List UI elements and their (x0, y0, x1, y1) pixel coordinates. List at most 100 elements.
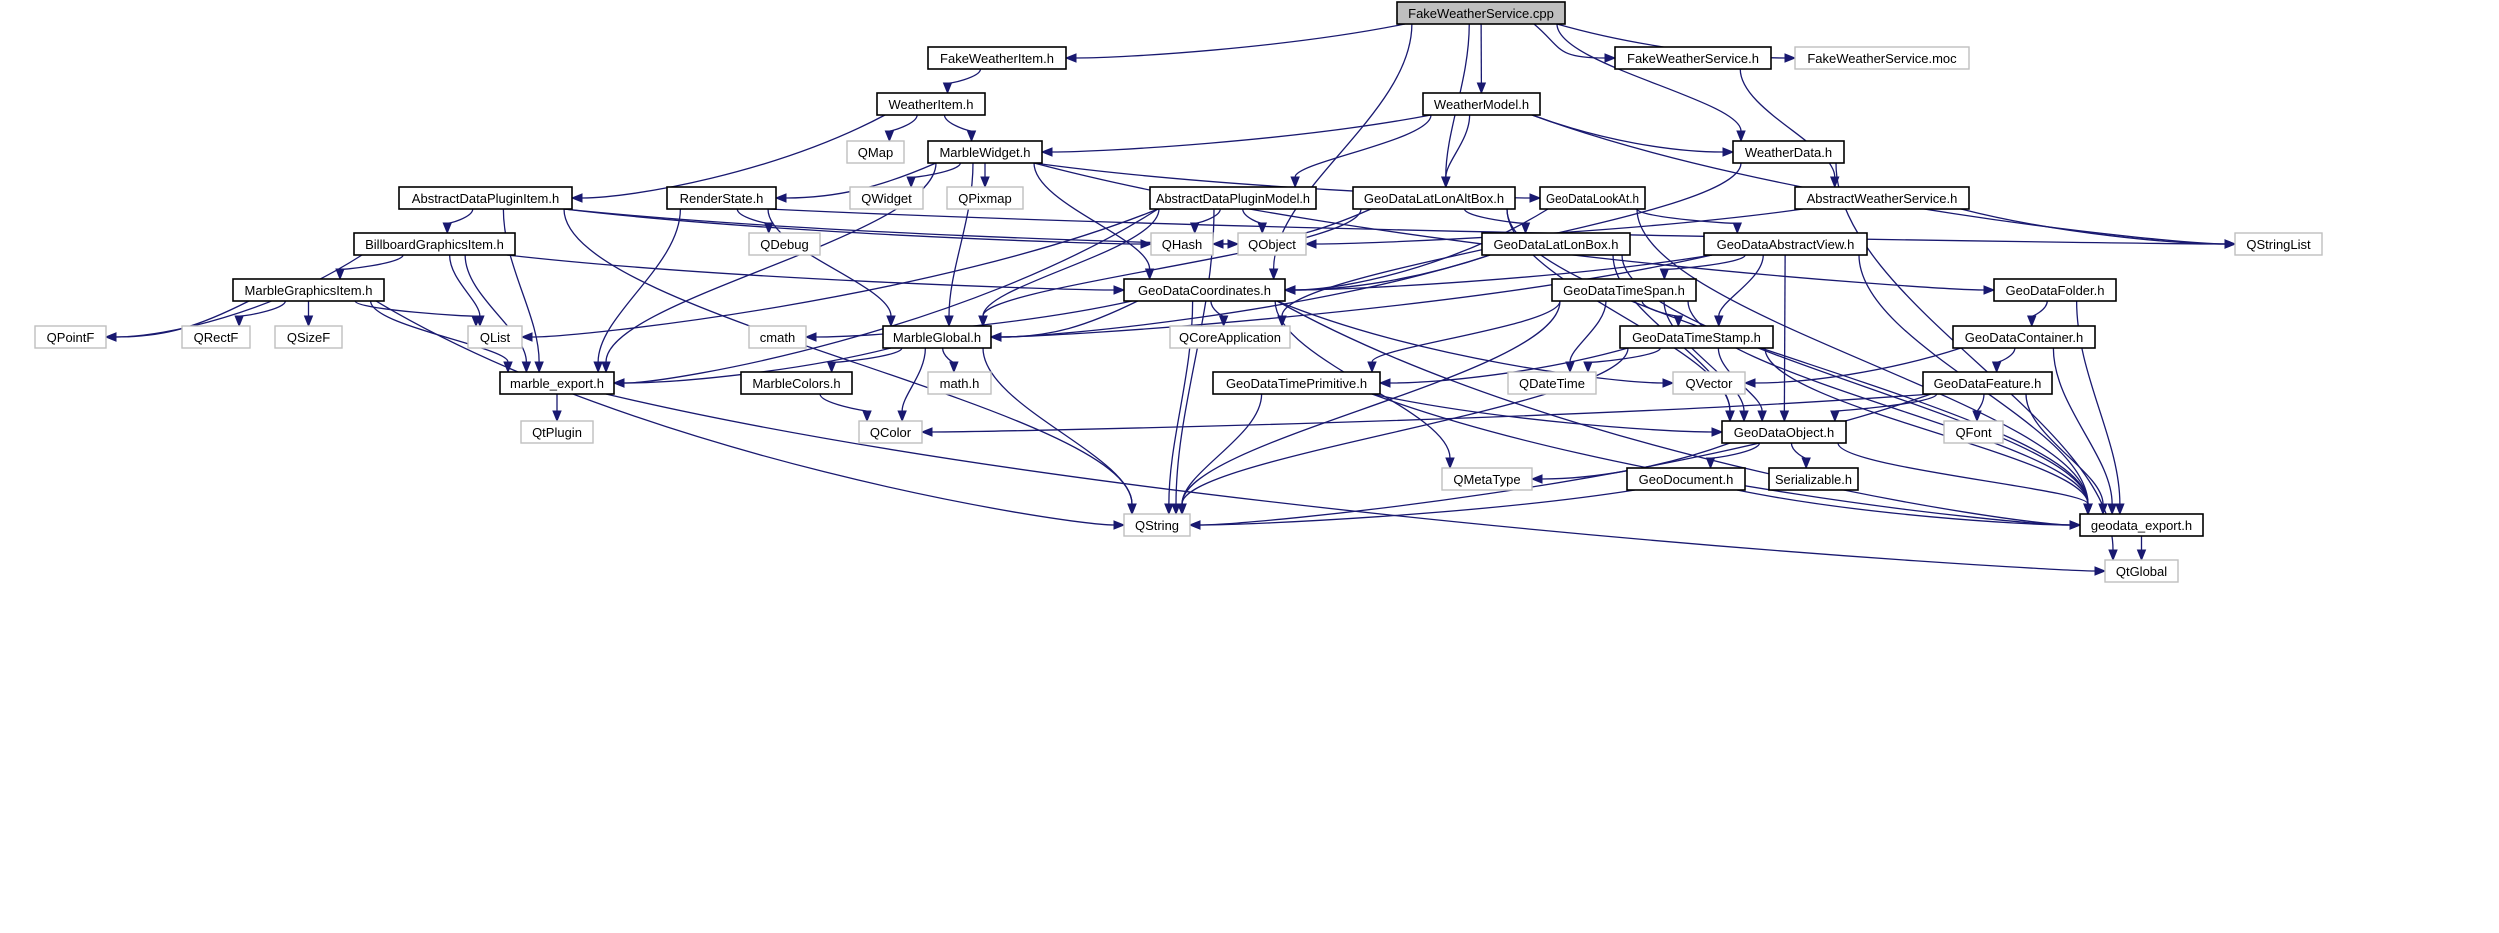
node-box[interactable] (1149, 186, 1317, 210)
arrowhead-icon (2136, 549, 2147, 562)
node-box[interactable] (1794, 186, 1970, 210)
node-box[interactable] (882, 325, 992, 349)
node-geodatatimeprimitive-h[interactable]: GeoDataTimePrimitive.h (1212, 371, 1381, 395)
node-box (1672, 371, 1746, 395)
node-geodatafeature-h[interactable]: GeoDataFeature.h (1922, 371, 2053, 395)
node-abstractdatapluginmodel-h[interactable]: AbstractDataPluginModel.h (1149, 186, 1317, 210)
edge-line (1181, 347, 1629, 505)
edge-line (1636, 208, 1738, 224)
edge-line (1739, 68, 1836, 178)
node-box[interactable] (232, 278, 385, 302)
node-marblecolors-h[interactable]: MarbleColors.h (740, 371, 853, 395)
node-abstractweatherservice-h[interactable]: AbstractWeatherService.h (1794, 186, 1970, 210)
node-geodatalookat-h[interactable]: GeoDataLookAt.h (1539, 186, 1646, 210)
node-box[interactable] (1922, 371, 2053, 395)
node-label: AbstractDataPluginModel.h (1156, 191, 1310, 206)
node-qdebug: QDebug (748, 232, 821, 256)
node-box[interactable] (1952, 325, 2096, 349)
node-geodatalatlonaltbox-h[interactable]: GeoDataLatLonAltBox.h (1352, 186, 1516, 210)
node-geodatatimespan-h[interactable]: GeoDataTimeSpan.h (1551, 278, 1697, 302)
node-box[interactable] (2079, 513, 2204, 537)
node-marble-export-h[interactable]: marble_export.h (499, 371, 615, 395)
edge-line (943, 114, 973, 132)
node-weatheritem-h[interactable]: WeatherItem.h (876, 92, 986, 116)
node-renderstate-h[interactable]: RenderState.h (666, 186, 777, 210)
node-marblegraphicsitem-h[interactable]: MarbleGraphicsItem.h (232, 278, 385, 302)
node-box[interactable] (1619, 325, 1774, 349)
edge-geodataabstractview-h-to-geodataobject-h (1779, 254, 1790, 423)
node-box[interactable] (398, 186, 573, 210)
node-box (1441, 467, 1533, 491)
node-box[interactable] (1993, 278, 2117, 302)
node-label: FakeWeatherService.moc (1807, 51, 1957, 66)
node-box[interactable] (1422, 92, 1541, 116)
node-box[interactable] (666, 186, 777, 210)
edge-line (531, 208, 1159, 338)
node-label: QVector (1686, 376, 1734, 391)
edge-line (2031, 300, 2048, 317)
edge-abstractdatapluginmodel-h-to-marbleglobal-h (978, 208, 1160, 328)
node-geodataabstractview-h[interactable]: GeoDataAbstractView.h (1703, 232, 1868, 256)
node-box[interactable] (1626, 467, 1746, 491)
node-box (274, 325, 343, 349)
node-qpixmap: QPixmap (946, 186, 1024, 210)
node-fakeweatherservice-moc: FakeWeatherService.moc (1794, 46, 1970, 70)
edge-geodatatimespan-h-to-geodatatimeprimitive-h (1367, 300, 1561, 374)
node-label: math.h (940, 376, 980, 391)
node-box[interactable] (1551, 278, 1697, 302)
arrowhead-icon (2115, 503, 2125, 516)
arrowhead-icon (897, 410, 907, 423)
node-box[interactable] (1539, 186, 1646, 210)
node-geodocument-h[interactable]: GeoDocument.h (1626, 467, 1746, 491)
arrowhead-icon (593, 361, 603, 374)
node-geodataobject-h[interactable]: GeoDataObject.h (1721, 420, 1847, 444)
node-box[interactable] (499, 371, 615, 395)
node-box[interactable] (1481, 232, 1631, 256)
edge-line (982, 208, 1160, 317)
edge-line (1754, 347, 1962, 384)
node-billboardgraphicsitem-h[interactable]: BillboardGraphicsItem.h (353, 232, 516, 256)
edge-line (563, 208, 1142, 245)
node-label: QCoreApplication (1179, 330, 1281, 345)
node-weathermodel-h[interactable]: WeatherModel.h (1422, 92, 1541, 116)
node-geodatalatlonbox-h[interactable]: GeoDataLatLonBox.h (1481, 232, 1631, 256)
node-box[interactable] (1732, 140, 1845, 164)
edge-line (1181, 393, 1263, 505)
node-box[interactable] (1352, 186, 1516, 210)
node-geodatacontainer-h[interactable]: GeoDataContainer.h (1952, 325, 2096, 349)
node-geodatatimestamp-h[interactable]: GeoDataTimeStamp.h (1619, 325, 1774, 349)
node-fakeweatheritem-h[interactable]: FakeWeatherItem.h (927, 46, 1067, 70)
node-qtplugin: QtPlugin (520, 420, 594, 444)
node-geodata-export-h[interactable]: geodata_export.h (2079, 513, 2204, 537)
arrowhead-icon (520, 332, 533, 342)
edge-line (1000, 254, 1713, 338)
edge-line (1764, 347, 2089, 505)
node-box[interactable] (876, 92, 986, 116)
node-box[interactable] (1123, 278, 1286, 302)
node-box[interactable] (1768, 467, 1859, 491)
node-box[interactable] (927, 46, 1067, 70)
node-marbleglobal-h[interactable]: MarbleGlobal.h (882, 325, 992, 349)
edge-geodatatimestamp-h-to-qdatetime (1583, 347, 1662, 374)
node-label: GeoDataContainer.h (1965, 330, 2084, 345)
node-serializable-h[interactable]: Serializable.h (1768, 467, 1859, 491)
node-abstractdatapluginitem-h[interactable]: AbstractDataPluginItem.h (398, 186, 573, 210)
edge-marblewidget-h-to-qwidget (906, 162, 962, 189)
edge-marblecolors-h-to-qcolor (819, 393, 872, 423)
node-box[interactable] (1614, 46, 1772, 70)
node-box[interactable] (1721, 420, 1847, 444)
node-box[interactable] (927, 140, 1043, 164)
node-box[interactable] (1703, 232, 1868, 256)
node-box (181, 325, 251, 349)
node-weatherdata-h[interactable]: WeatherData.h (1732, 140, 1845, 164)
node-geodatacoordinates-h[interactable]: GeoDataCoordinates.h (1123, 278, 1286, 302)
node-box (34, 325, 107, 349)
edge-line (502, 208, 540, 363)
node-box[interactable] (1212, 371, 1381, 395)
node-marblewidget-h[interactable]: MarbleWidget.h (927, 140, 1043, 164)
node-geodatafolder-h[interactable]: GeoDataFolder.h (1993, 278, 2117, 302)
node-fakeweatherservice-h[interactable]: FakeWeatherService.h (1614, 46, 1772, 70)
edge-line (1371, 300, 1561, 363)
node-box[interactable] (353, 232, 516, 256)
node-box[interactable] (740, 371, 853, 395)
